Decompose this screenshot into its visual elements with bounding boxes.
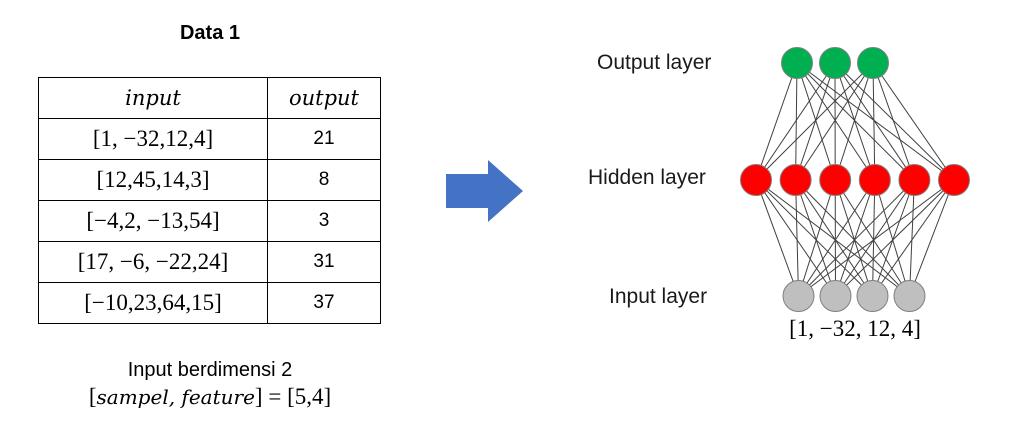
input-node bbox=[893, 280, 926, 312]
input-node bbox=[856, 280, 889, 312]
network-edge bbox=[872, 179, 915, 297]
formula-variables: sampel, feature bbox=[96, 385, 255, 409]
network-edge bbox=[909, 179, 955, 297]
network-edge bbox=[755, 179, 910, 297]
network-edge bbox=[795, 62, 798, 181]
header-input: input bbox=[38, 77, 268, 119]
network-edge bbox=[796, 62, 836, 181]
caption-formula: [sampel, feature] = [5,4] bbox=[38, 384, 382, 410]
network-edge bbox=[755, 62, 836, 181]
network-edge bbox=[872, 179, 955, 297]
neural-network-diagram bbox=[740, 47, 970, 312]
table-row: [−4,2, −13,54] 3 bbox=[38, 200, 381, 242]
network-edge bbox=[798, 179, 915, 297]
network-edge bbox=[796, 62, 955, 181]
hidden-node bbox=[898, 164, 931, 196]
network-edge bbox=[755, 179, 873, 297]
row-input: [12,45,14,3] bbox=[38, 159, 268, 201]
table-row: [17, −6, −22,24] 31 bbox=[38, 241, 381, 283]
network-edge bbox=[872, 62, 915, 181]
header-output: output bbox=[267, 77, 381, 119]
network-edge bbox=[795, 179, 873, 297]
network-edge bbox=[755, 179, 836, 297]
formula-close-bracket: ] bbox=[254, 384, 263, 409]
network-edge bbox=[835, 179, 876, 297]
row-input: [1, −32,12,4] bbox=[38, 118, 268, 160]
right-arrow-icon bbox=[446, 160, 523, 222]
network-edge bbox=[872, 62, 876, 181]
hidden-node bbox=[938, 164, 970, 196]
network-edges bbox=[755, 62, 955, 297]
input-layer-label: Input layer bbox=[609, 285, 708, 308]
data-table: input output [1, −32,12,4] 21 [12,45,14,… bbox=[38, 77, 381, 324]
network-edge bbox=[795, 179, 836, 297]
output-node bbox=[819, 47, 851, 79]
output-node bbox=[857, 47, 889, 79]
network-edge bbox=[796, 62, 915, 181]
row-output: 37 bbox=[267, 282, 381, 324]
formula-value: = [5,4] bbox=[262, 384, 332, 409]
row-input: [−4,2, −13,54] bbox=[38, 200, 268, 242]
network-edge bbox=[834, 179, 910, 297]
input-vector-label: [1, −32, 12, 4] bbox=[789, 316, 921, 341]
row-input: [17, −6, −22,24] bbox=[38, 241, 268, 283]
input-node bbox=[819, 280, 852, 312]
hidden-layer-label: Hidden layer bbox=[588, 166, 706, 189]
table-row: [12,45,14,3] 8 bbox=[38, 159, 381, 201]
output-node bbox=[781, 47, 813, 79]
network-edge bbox=[755, 179, 799, 297]
network-edge bbox=[834, 62, 955, 181]
hidden-node bbox=[740, 164, 772, 196]
table-row: [−10,23,64,15] 37 bbox=[38, 282, 381, 324]
network-edge bbox=[834, 62, 876, 181]
table-row: [1, −32,12,4] 21 bbox=[38, 118, 381, 160]
network-edge bbox=[872, 62, 955, 181]
output-layer-label: Output layer bbox=[597, 51, 712, 74]
input-node bbox=[782, 280, 815, 312]
network-edge bbox=[795, 179, 910, 297]
network-edge bbox=[795, 62, 874, 181]
row-output: 21 bbox=[267, 118, 381, 160]
row-output: 31 bbox=[267, 241, 381, 283]
hidden-node bbox=[819, 164, 852, 196]
row-output: 3 bbox=[267, 200, 381, 242]
dimension-caption: Input berdimensi 2 [sampel, feature] = [… bbox=[38, 359, 382, 410]
formula-open-bracket: [ bbox=[88, 384, 97, 409]
hidden-node bbox=[779, 164, 812, 196]
network-edge bbox=[798, 179, 836, 297]
network-edge bbox=[834, 62, 874, 181]
caption-line-1: Input berdimensi 2 bbox=[127, 359, 293, 381]
table-header-row: input output bbox=[38, 77, 381, 119]
row-input: [−10,23,64,15] bbox=[38, 282, 268, 324]
network-edge bbox=[874, 179, 910, 297]
network-edge bbox=[835, 179, 915, 297]
network-edge bbox=[796, 62, 876, 181]
table-title: Data 1 bbox=[179, 22, 241, 44]
network-edge bbox=[835, 179, 955, 297]
network-edge bbox=[834, 179, 873, 297]
network-edge bbox=[798, 179, 876, 297]
network-edge bbox=[798, 179, 955, 297]
network-edge bbox=[795, 179, 799, 297]
network-nodes bbox=[740, 47, 970, 312]
row-output: 8 bbox=[267, 159, 381, 201]
network-edge bbox=[755, 62, 874, 181]
network-edge bbox=[755, 62, 798, 181]
hidden-node bbox=[858, 164, 891, 196]
network-edge bbox=[795, 62, 836, 181]
network-edge bbox=[909, 179, 915, 297]
network-edge bbox=[872, 179, 876, 297]
